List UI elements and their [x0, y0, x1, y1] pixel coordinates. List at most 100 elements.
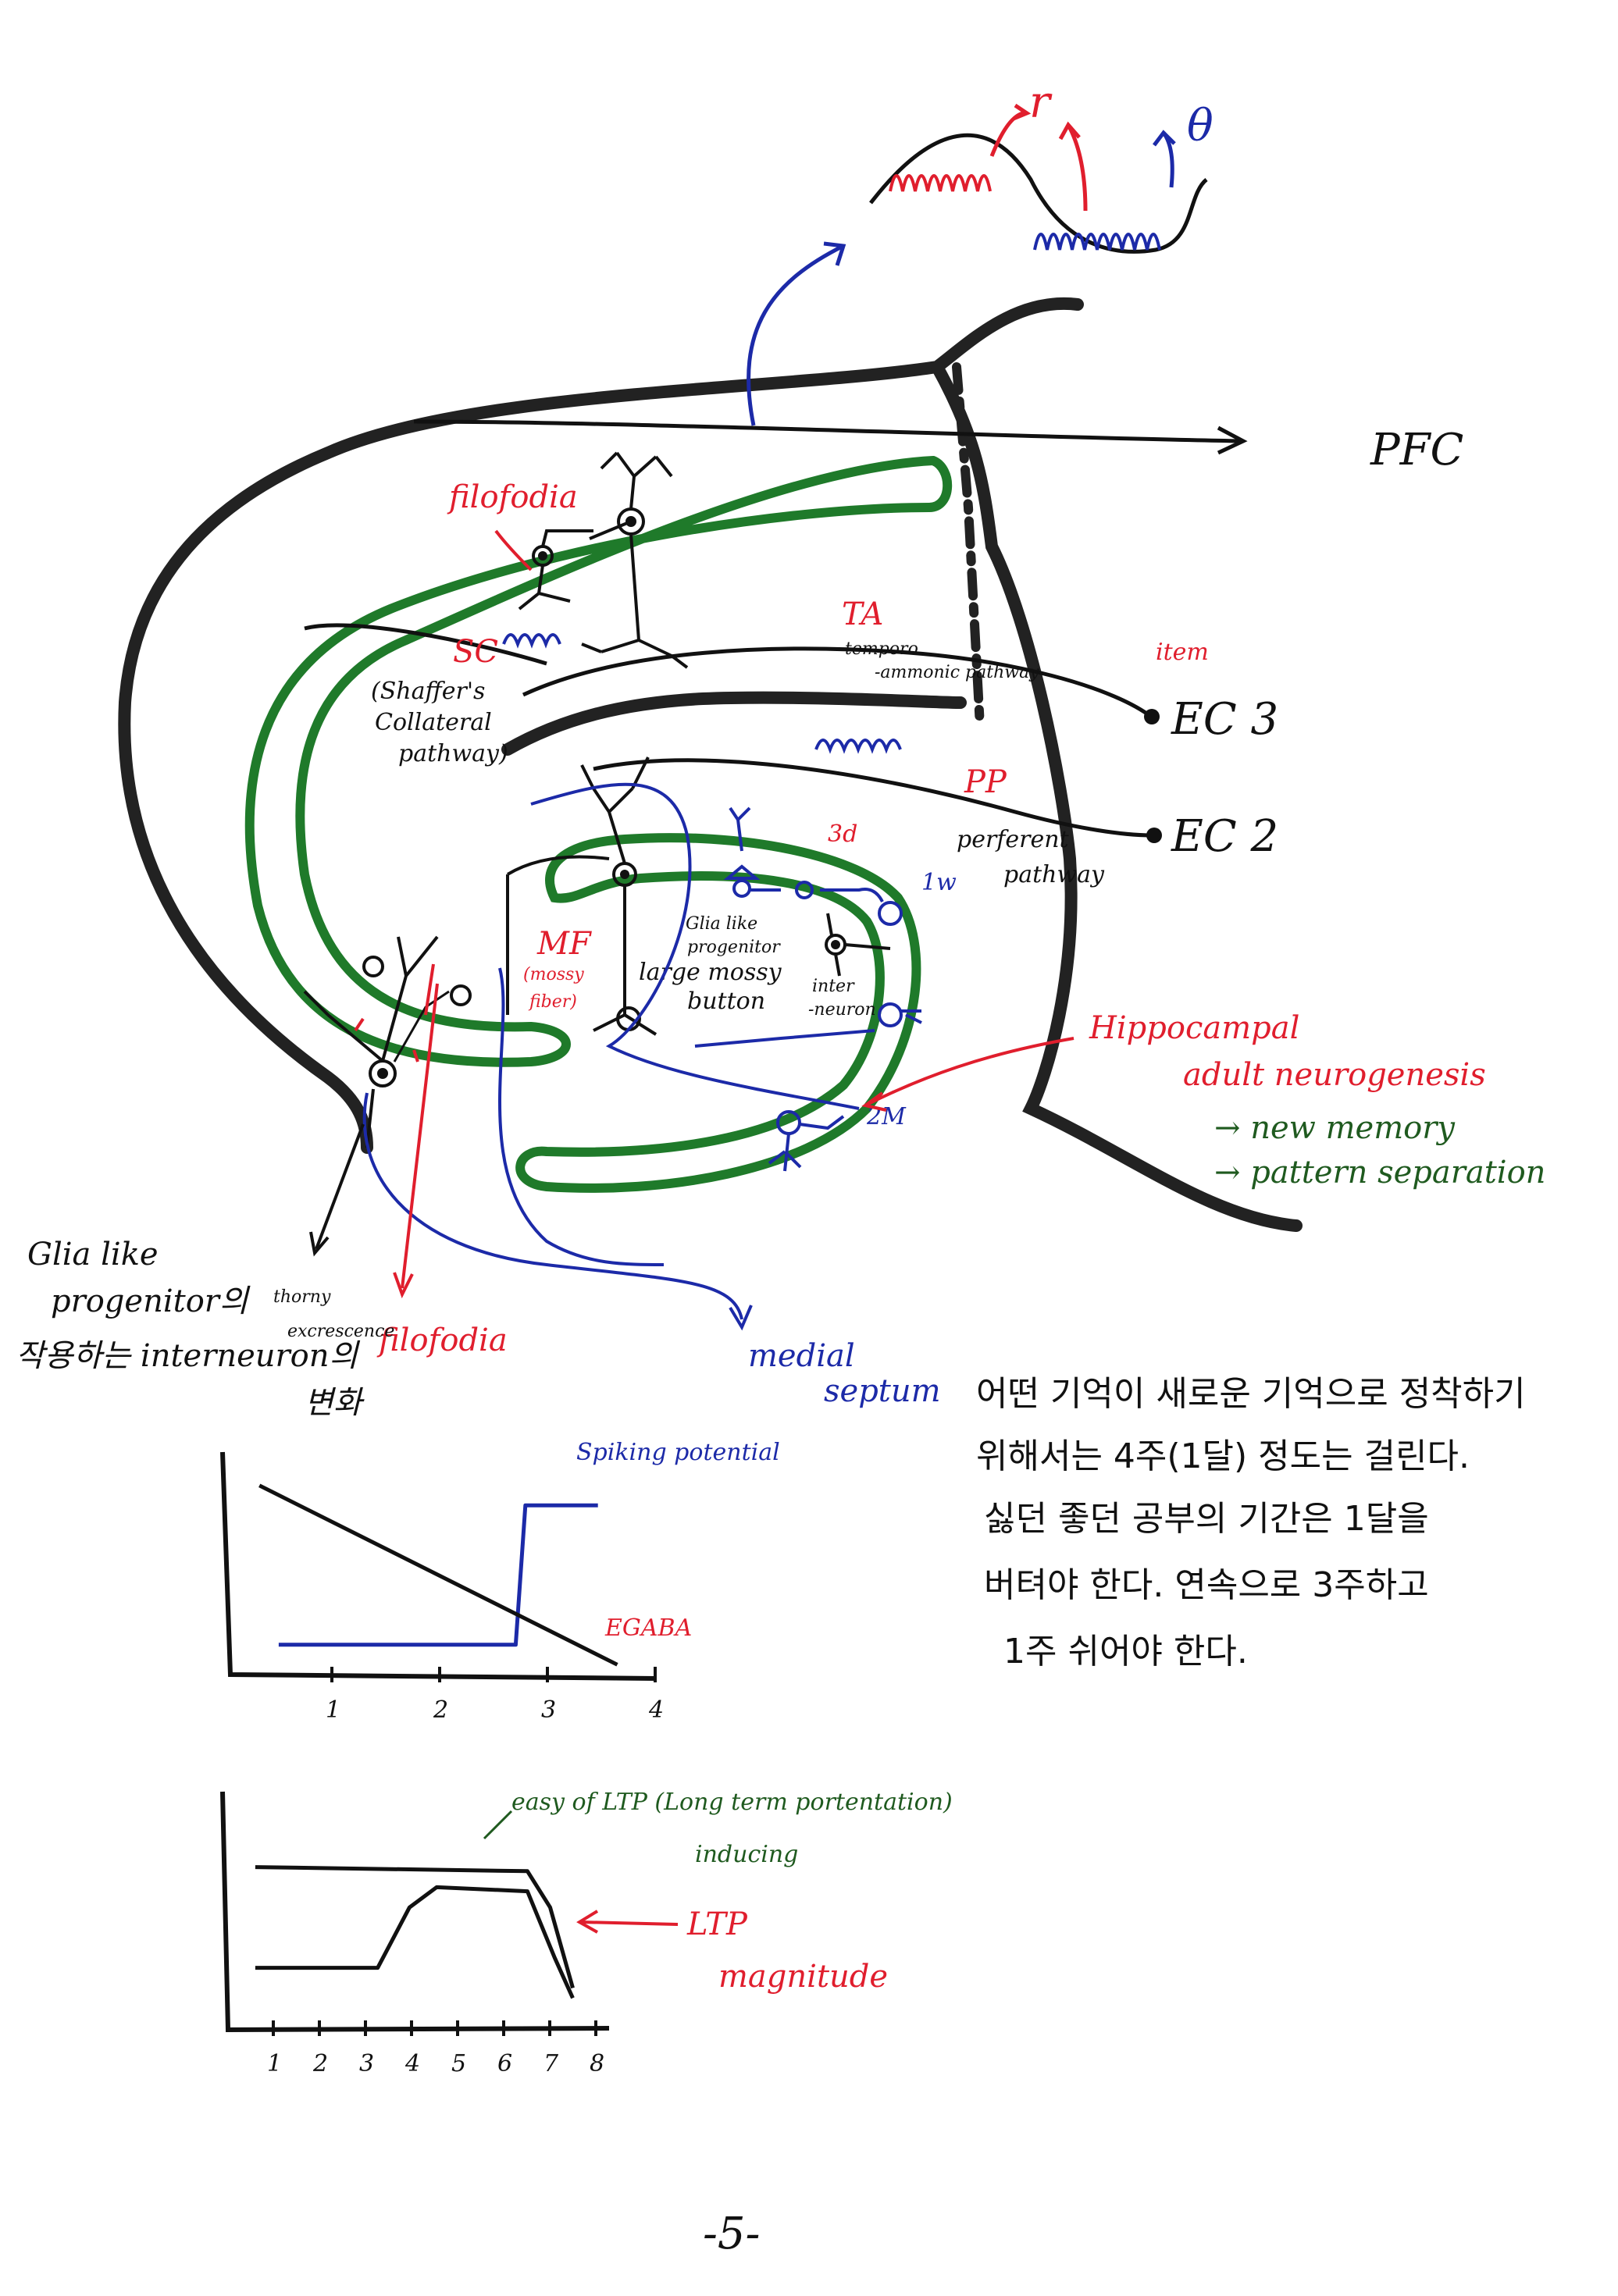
hippocampal-label: Hippocampal	[1089, 1010, 1299, 1046]
chart1-label-spiking: Spiking potential	[576, 1439, 780, 1466]
medial-septum-path	[362, 782, 875, 1331]
svg-text:1주 쉬어야 한다.: 1주 쉬어야 한다.	[1003, 1632, 1248, 1671]
neurogenesis-arrow	[866, 1037, 1075, 1106]
theta-fine-wave	[1033, 233, 1161, 251]
chart2-easy-arrow	[483, 1810, 513, 1840]
x-tick-label: 1	[267, 2050, 282, 2077]
series-line	[278, 1503, 598, 1647]
sc-full-2: Collateral	[375, 709, 492, 736]
pfc-label: PFC	[1370, 425, 1463, 475]
x-tick-label: 2	[312, 2050, 328, 2077]
chart1-label-egaba: EGABA	[604, 1614, 692, 1642]
chart2-label-easy: easy of LTP (Long term portentation)	[511, 1789, 953, 1816]
filopodia-top-label: filofodia	[447, 479, 578, 515]
sc-label: SC	[453, 634, 498, 670]
ca-pyramidal-layer	[244, 455, 953, 1067]
svg-text:Glia like: Glia like	[27, 1237, 159, 1273]
sc-full-1: (Shaffer's	[371, 678, 485, 705]
gamma-arrow-2	[1066, 123, 1088, 212]
mf-full-2: fiber)	[528, 992, 577, 1012]
ec2-node	[1146, 828, 1162, 843]
ta-pathway	[304, 623, 1149, 717]
x-tick-label: 8	[590, 2050, 604, 2077]
x-tick-label: 7	[543, 2050, 559, 2077]
ta-full-2: -ammonic pathway	[875, 663, 1039, 682]
svg-text:어떤 기억이 새로운 기억으로 정착하기: 어떤 기억이 새로운 기억으로 정착하기	[976, 1374, 1526, 1414]
chart-ltp: 1 2 3 4 5 6 7 8 easy of LTP (Long term portenta…	[220, 1789, 953, 2077]
chart1-series	[258, 1483, 618, 1667]
ec3-node	[1144, 709, 1160, 724]
interneuron	[825, 913, 891, 977]
chart2-label-ltp: LTP	[686, 1906, 748, 1942]
x-tick-label: 4	[404, 2050, 420, 2077]
pattern-separation-label: → pattern separation	[1214, 1155, 1545, 1191]
ec3-label: EC 3	[1171, 694, 1278, 745]
medial-label: medial	[748, 1338, 855, 1374]
gamma-wave	[889, 174, 992, 192]
label-3d: 3d	[828, 821, 857, 848]
svg-text:싫던 좋던 공부의 기간은 1달을: 싫던 좋던 공부의 기간은 1달을	[984, 1499, 1429, 1539]
thorny-arrow	[315, 1123, 365, 1250]
x-tick-label: 4	[648, 1696, 664, 1724]
chart2-ticks: 1 2 3 4 5 6 7 8	[267, 2020, 604, 2077]
dentate-gyrus-layer	[515, 833, 921, 1193]
chart1-axes	[220, 1451, 657, 1681]
label-1w: 1w	[921, 869, 957, 896]
x-tick-label: 5	[451, 2050, 466, 2077]
svg-text:위해서는 4주(1달) 정도는 걸린다.: 위해서는 4주(1달) 정도는 걸린다.	[976, 1436, 1470, 1476]
filopodia-bottom-label: filofodia	[376, 1322, 508, 1358]
thorny-label: thorny	[273, 1287, 331, 1307]
oscillation-diagram: r θ	[869, 77, 1214, 254]
filopodia-bottom-arrow	[401, 983, 439, 1289]
theta-label: θ	[1187, 101, 1214, 151]
svg-text:progenitor의: progenitor의	[51, 1283, 251, 1319]
new-memory-label: → new memory	[1214, 1110, 1456, 1146]
gamma-label: r	[1029, 77, 1053, 128]
glia-progenitor-red	[354, 963, 435, 1063]
x-tick-label: 3	[541, 1696, 556, 1724]
mf-full-1: (mossy	[523, 965, 584, 984]
page-number: -5-	[703, 2209, 760, 2259]
glia-inner-label-1: Glia like	[686, 914, 757, 934]
excrescence-label: excrescence	[287, 1322, 394, 1341]
pfc-projection: PFC	[413, 241, 1463, 475]
pp-pathway	[593, 758, 1153, 838]
mf-label: MF	[536, 926, 592, 962]
sc-full-3: pathway)	[398, 740, 508, 767]
x-tick-label: 6	[497, 2050, 512, 2077]
chart2-label-magnitude: magnitude	[718, 1959, 888, 1995]
glia-progenitor-cluster	[303, 935, 472, 1148]
glia-progenitor-caption: Glia like progenitor의 작용하는 interneuron의 …	[16, 1237, 365, 1421]
ca1-pyramidal-neuron	[518, 451, 689, 669]
series-line	[258, 1483, 618, 1667]
x-tick-label: 3	[359, 2050, 374, 2077]
pp-label: PP	[964, 764, 1007, 800]
dg-new-neurons	[723, 806, 922, 1172]
series-line	[255, 1885, 575, 1999]
neurogenesis-label: adult neurogenesis	[1183, 1057, 1486, 1093]
ta-label: TA	[842, 596, 883, 632]
chart2-label-inducing: inducing	[695, 1841, 798, 1868]
large-mossy-label-1: large mossy	[639, 959, 782, 986]
item-label: item	[1156, 639, 1209, 666]
svg-text:작용하는 interneuron의: 작용하는 interneuron의	[16, 1338, 360, 1374]
hippocampus-outline	[118, 297, 1303, 1232]
theta-wave-pp	[814, 739, 902, 754]
chart2-series	[255, 1865, 575, 1999]
filopodia-top-arrow	[494, 529, 533, 571]
pp-full-2: pathway	[1003, 861, 1105, 888]
interneuron-label-1: inter	[812, 977, 855, 996]
interneuron-label-2: -neuron	[808, 1000, 876, 1020]
chart2-axes	[220, 1791, 610, 2033]
hippocampal-fissure	[952, 362, 985, 731]
ta-full-1: temporo	[845, 639, 918, 659]
glia-inner-label-2: progenitor	[687, 938, 781, 957]
theta-wave-sc	[502, 633, 561, 649]
ec2-label: EC 2	[1171, 811, 1278, 862]
chart2-ltp-arrow	[581, 1920, 679, 1926]
x-tick-label: 1	[326, 1696, 340, 1724]
large-mossy-label-2: button	[687, 988, 765, 1015]
